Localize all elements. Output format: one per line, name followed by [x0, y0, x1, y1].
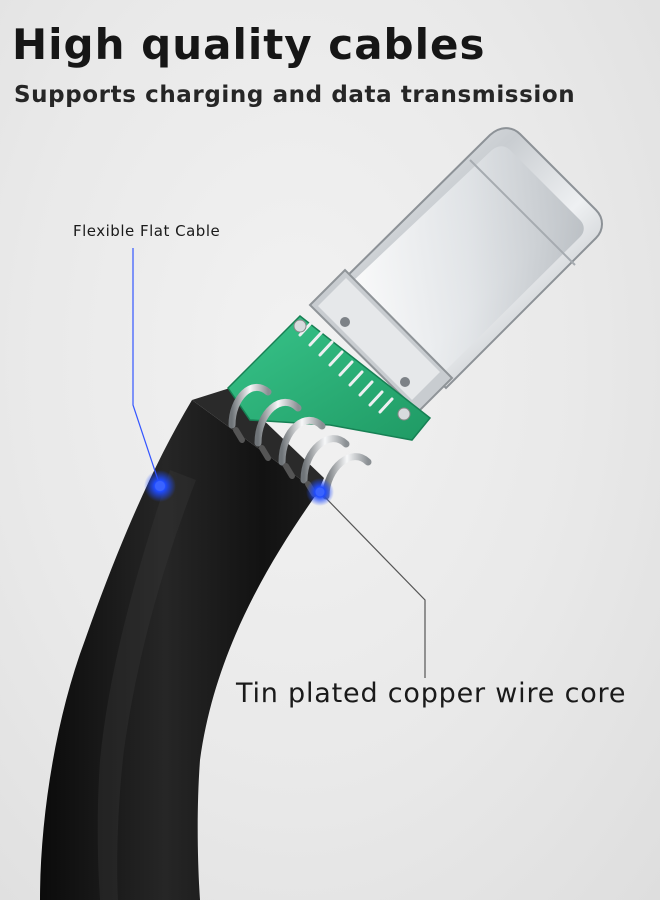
callout-flexible-flat-cable: Flexible Flat Cable [73, 222, 221, 240]
copper-wire-cores [228, 383, 372, 500]
callout-line-wire-core [319, 491, 426, 678]
callout-line-flat-cable [132, 248, 161, 487]
flat-cable-body [40, 400, 318, 900]
pcb-board [227, 314, 432, 441]
callout-wire-core: Tin plated copper wire core [236, 678, 627, 709]
subheadline: Supports charging and data transmission [14, 82, 576, 108]
headline: High quality cables [12, 20, 486, 69]
